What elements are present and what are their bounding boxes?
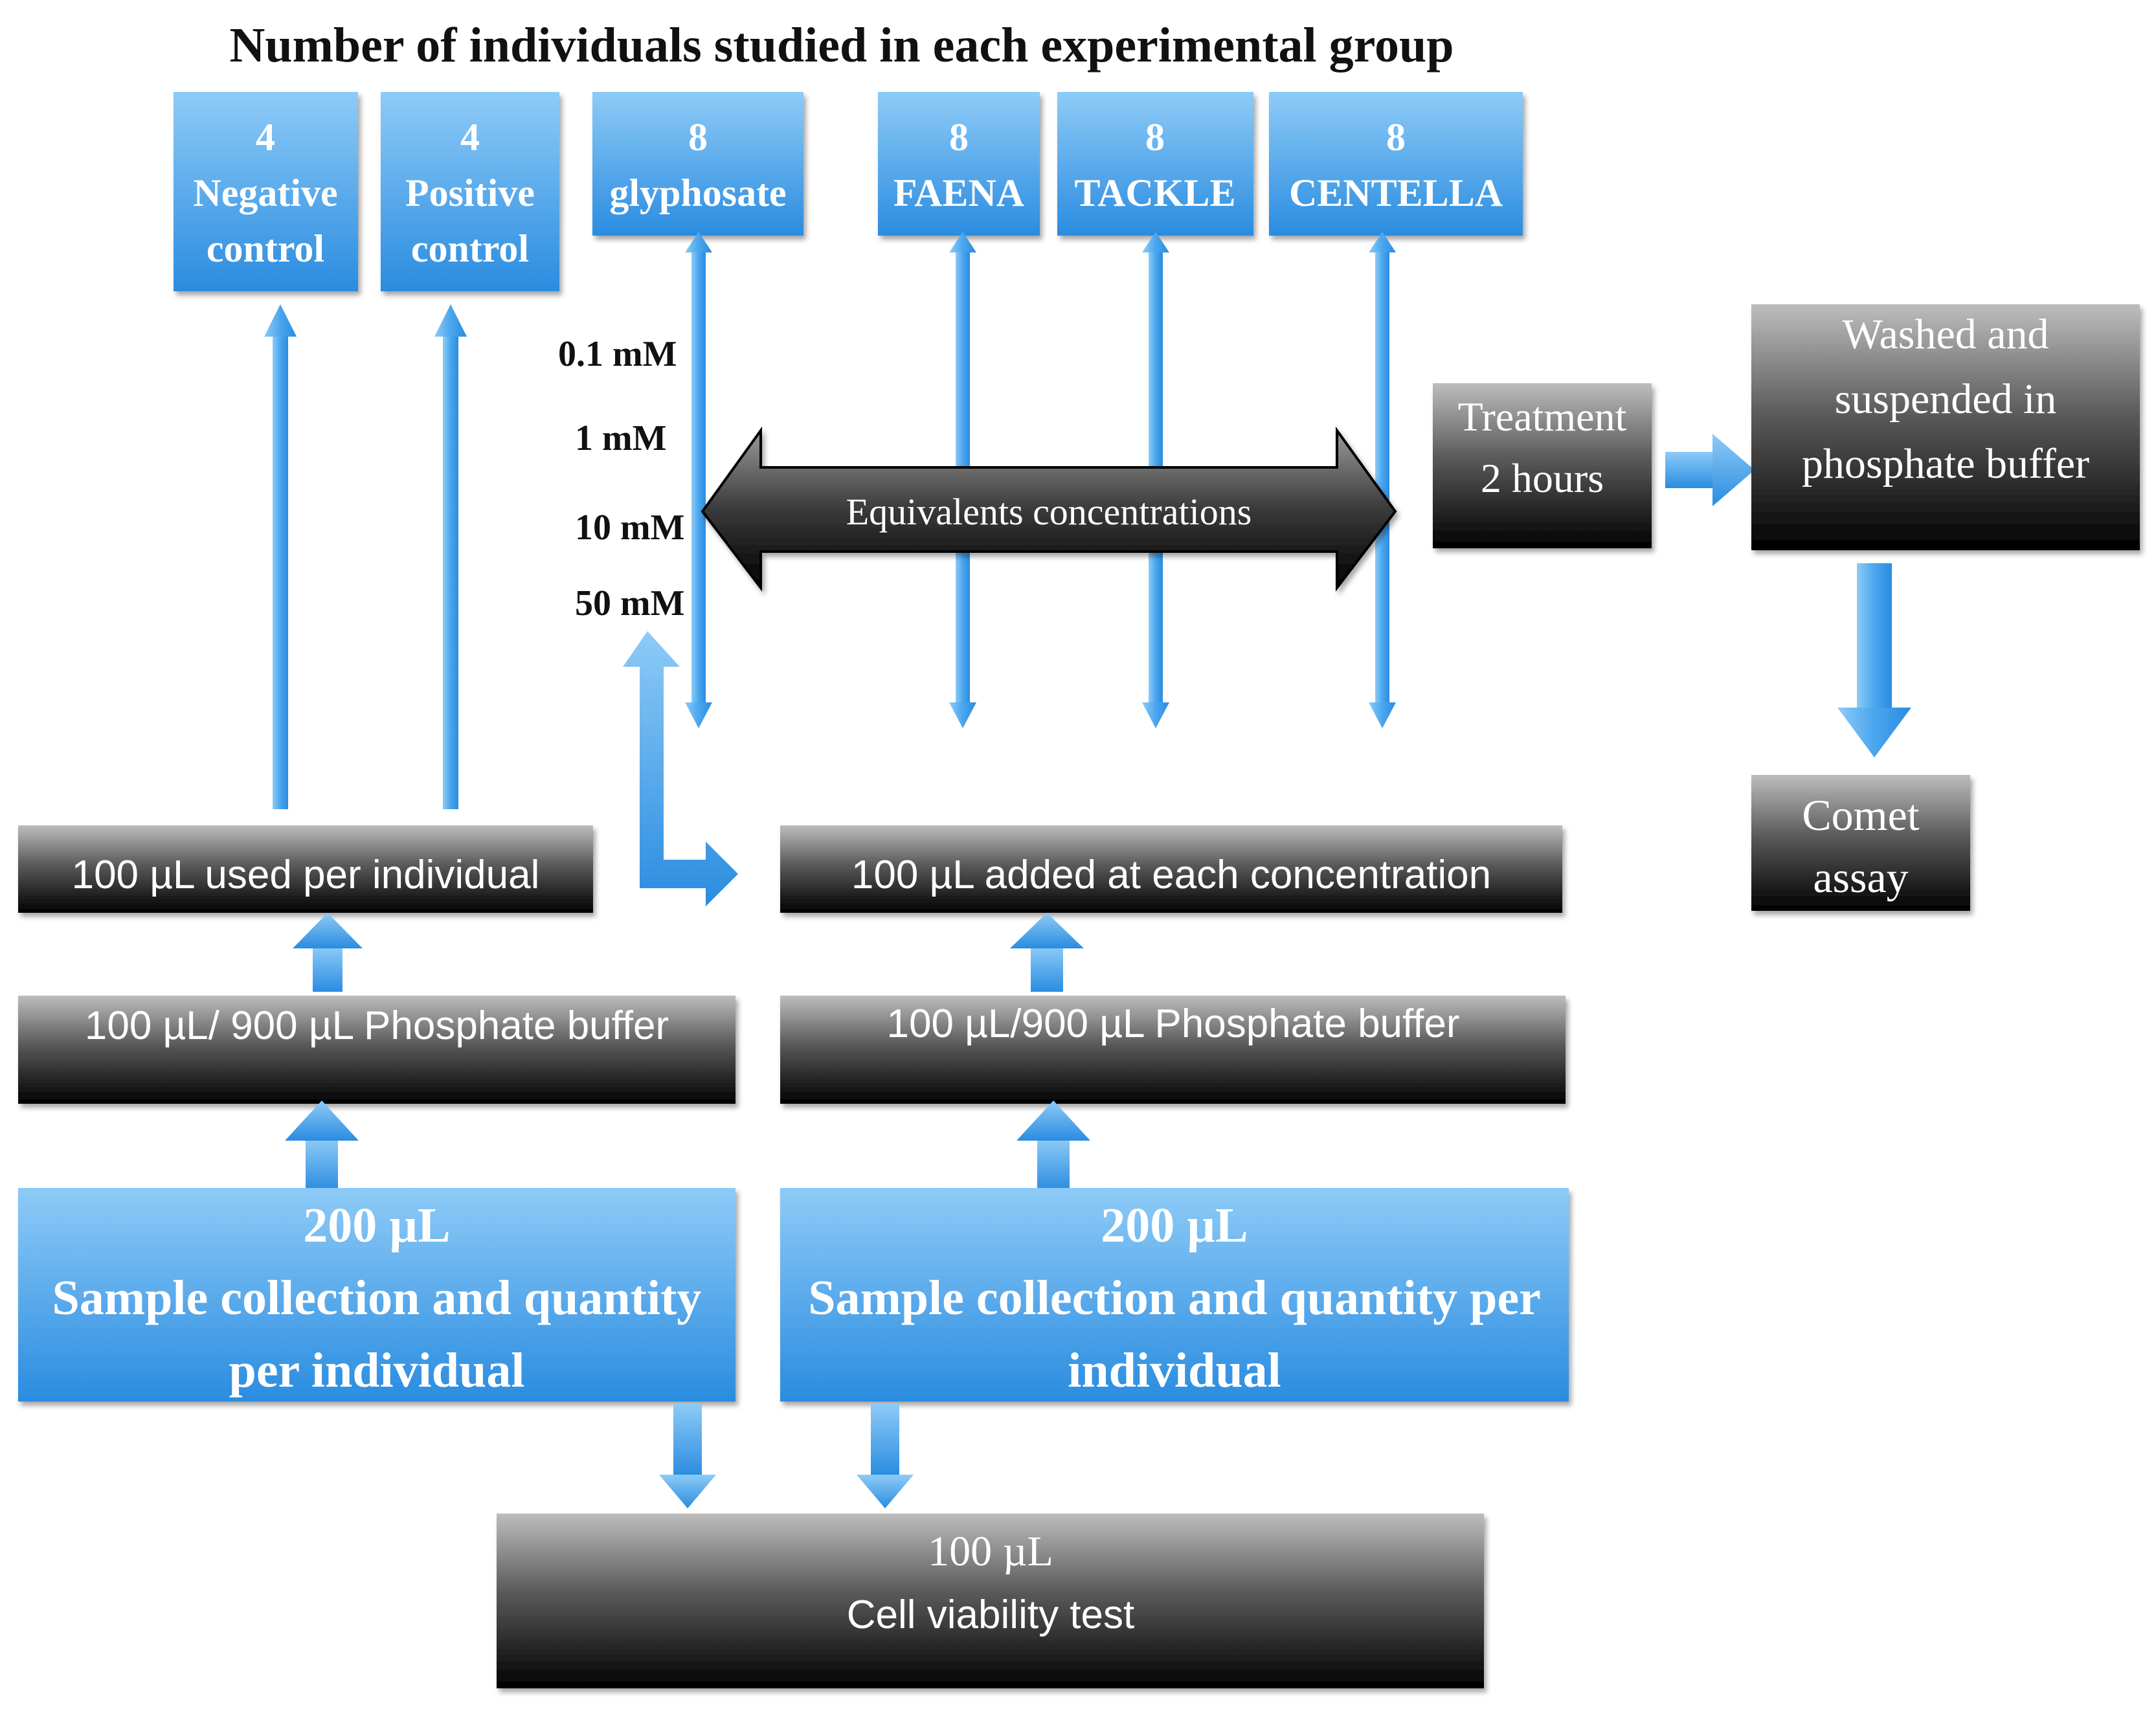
group-label: FAENA <box>893 172 1024 214</box>
group-faena: 8 FAENA <box>878 92 1040 236</box>
concentration-label: 50 mM <box>575 583 685 623</box>
diagram-title: Number of individuals studied in each ex… <box>229 18 1454 73</box>
used-per-individual-label: 100 µL used per individual <box>72 853 540 897</box>
added-each-concentration-box: 100 µL added at each concentration <box>780 825 1562 913</box>
group-label: TACKLE <box>1075 172 1236 214</box>
arrow-down-viability-right <box>857 1403 914 1508</box>
added-each-concentration-label: 100 µL added at each concentration <box>851 853 1491 897</box>
comet-label: Comet <box>1802 790 1919 840</box>
arrow-double-centella <box>1369 232 1396 728</box>
used-per-individual-box: 100 µL used per individual <box>18 825 593 913</box>
group-negative-control: 4 Negative control <box>174 92 358 291</box>
arrow-up-right-2 <box>1016 1101 1090 1191</box>
arrow-up-right-1 <box>1010 913 1084 992</box>
sample-right-box: 200 µL Sample collection and quantity pe… <box>780 1188 1569 1402</box>
sample-right-label: individual <box>1068 1343 1281 1398</box>
viability-label: Cell viability test <box>847 1593 1134 1637</box>
washed-box: Washed and suspended in phosphate buffer <box>1751 304 2140 550</box>
arrow-right-treatment <box>1665 434 1755 506</box>
group-positive-control: 4 Positive control <box>381 92 559 291</box>
group-centella: 8 CENTELLA <box>1269 92 1523 236</box>
group-label: Negative <box>193 172 337 214</box>
group-count: 4 <box>460 116 480 159</box>
comet-assay-box: Comet assay <box>1751 775 1970 911</box>
arrow-down-viability-left <box>659 1403 716 1508</box>
treatment-label: 2 hours <box>1481 455 1604 501</box>
sample-left-label: 200 µL <box>303 1198 450 1253</box>
arrow-up-left-2 <box>285 1101 359 1191</box>
group-label: Positive <box>405 172 535 214</box>
group-count: 8 <box>1386 116 1406 159</box>
arrow-down-washed <box>1837 563 1911 757</box>
group-count: 8 <box>1145 116 1165 159</box>
equivalents-arrow: Equivalents concentrations <box>701 426 1397 592</box>
buffer-left-box: 100 µL/ 900 µL Phosphate buffer <box>18 996 736 1104</box>
cell-viability-box: 100 µL Cell viability test <box>497 1514 1484 1688</box>
treatment-box: Treatment 2 hours <box>1433 383 1652 548</box>
washed-label: Washed and <box>1842 311 2049 358</box>
concentration-label: 0.1 mM <box>558 334 677 374</box>
concentration-label: 10 mM <box>575 508 685 548</box>
sample-right-label: Sample collection and quantity per <box>808 1271 1541 1325</box>
arrow-up-negative-control <box>264 304 297 809</box>
group-glyphosate: 8 glyphosate <box>592 92 803 236</box>
viability-label: 100 µL <box>928 1528 1053 1575</box>
arrow-up-positive-control <box>434 304 467 809</box>
concentration-label: 1 mM <box>575 418 667 458</box>
equivalents-label: Equivalents concentrations <box>846 491 1252 533</box>
sample-left-box: 200 µL Sample collection and quantity pe… <box>18 1188 736 1402</box>
group-label: control <box>411 227 529 270</box>
arrow-up-left-1 <box>293 913 363 992</box>
group-label: control <box>207 227 324 270</box>
group-tackle: 8 TACKLE <box>1057 92 1253 236</box>
arrow-double-glyphosate <box>685 232 712 728</box>
sample-right-label: 200 µL <box>1101 1198 1248 1253</box>
sample-left-label: Sample collection and quantity <box>52 1271 702 1325</box>
comet-label: assay <box>1813 853 1908 902</box>
treatment-label: Treatment <box>1458 394 1627 440</box>
washed-label: suspended in <box>1835 375 2057 423</box>
group-count: 8 <box>949 116 969 159</box>
buffer-left-label: 100 µL/ 900 µL Phosphate buffer <box>85 1003 669 1048</box>
arrow-bent-50mm <box>623 631 738 906</box>
washed-label: phosphate buffer <box>1802 440 2089 487</box>
buffer-right-box: 100 µL/900 µL Phosphate buffer <box>780 996 1566 1104</box>
group-label: glyphosate <box>609 172 786 214</box>
sample-left-label: per individual <box>229 1343 525 1398</box>
group-count: 4 <box>256 116 275 159</box>
buffer-right-label: 100 µL/900 µL Phosphate buffer <box>886 1001 1459 1046</box>
group-count: 8 <box>688 116 708 159</box>
group-label: CENTELLA <box>1289 172 1503 214</box>
